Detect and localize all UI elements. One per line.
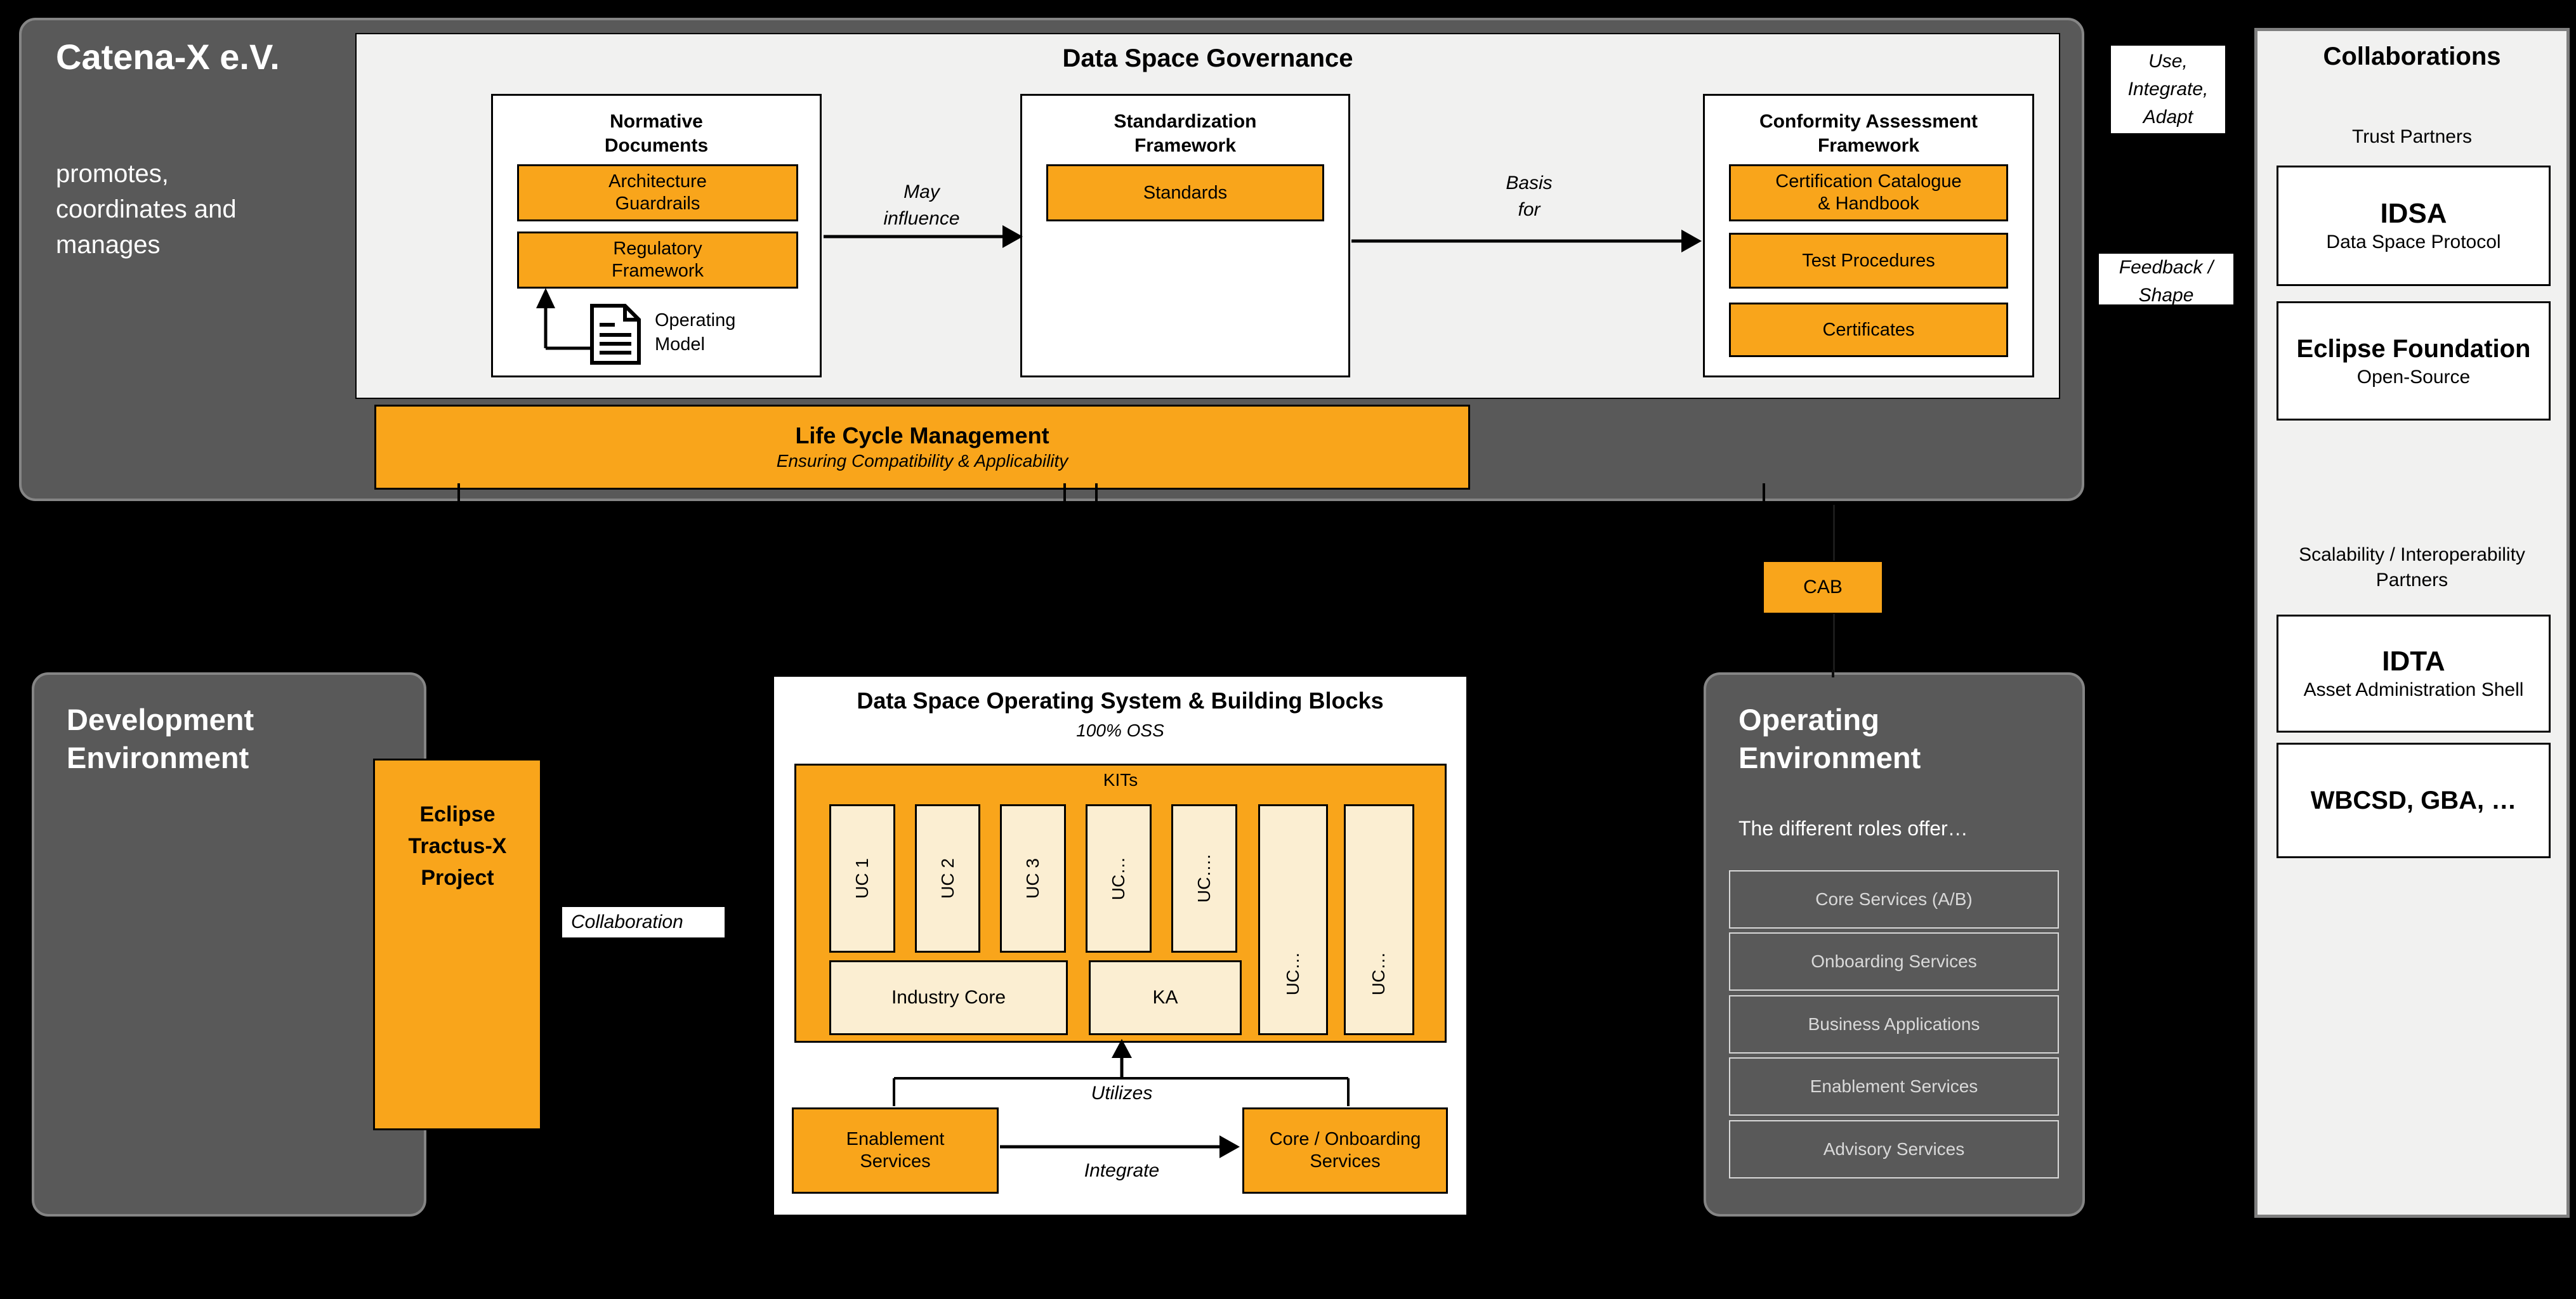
catenax-subtitle: promotes, coordinates and manages: [56, 160, 237, 259]
operating-model-document-icon: [589, 303, 641, 369]
lifecycle-subtitle: Ensuring Compatibility & Applicability: [776, 451, 1068, 471]
normative-documents-title: Normative Documents: [604, 111, 709, 156]
uc-column-3: UC 3: [1000, 804, 1066, 953]
uc-column-5: UC….: [1171, 804, 1237, 953]
governance-title: Data Space Governance: [1062, 44, 1353, 72]
operating-model-arrow: [536, 288, 590, 350]
partner-wbcsd-gba: WBCSD, GBA, …: [2277, 743, 2551, 858]
role-advisory-services: Advisory Services: [1729, 1120, 2059, 1178]
kits-label: KITs: [1103, 770, 1138, 790]
basis-for-arrow: [1351, 230, 1702, 252]
partner-desc: Asset Administration Shell: [2303, 679, 2524, 700]
operating-environment-title: Operating Environment: [1738, 703, 1921, 774]
collaborations-title: Collaborations: [2323, 42, 2501, 70]
utilizes-label: Utilizes: [1091, 1083, 1153, 1104]
standardization-framework-box: Standardization Framework: [1020, 94, 1350, 377]
feedback-shape-label: Feedback / Shape: [2099, 254, 2233, 304]
core-onboarding-services-box: Core / Onboarding Services: [1242, 1107, 1448, 1194]
regulatory-framework-box: Regulatory Framework: [517, 232, 798, 289]
partner-idta: IDTA Asset Administration Shell: [2277, 615, 2551, 733]
ka-box: KA: [1089, 960, 1242, 1035]
may-influence-arrow: [824, 225, 1023, 248]
uc-column-6: UC…: [1258, 804, 1328, 1035]
uc-column-4: UC…: [1086, 804, 1152, 953]
uc-column-7: UC…: [1344, 804, 1414, 1035]
conformity-assessment-title: Conformity Assessment Framework: [1759, 111, 1978, 156]
dsos-subtitle: 100% OSS: [1076, 721, 1164, 740]
industry-core-box: Industry Core: [829, 960, 1068, 1035]
role-enablement-services: Enablement Services: [1729, 1057, 2059, 1116]
operating-environment-panel: [1704, 672, 2085, 1217]
architecture-guardrails-box: Architecture Guardrails: [517, 164, 798, 221]
operating-environment-intro: The different roles offer…: [1738, 817, 1968, 840]
integrate-arrow: [1000, 1135, 1240, 1158]
certification-catalogue-box: Certification Catalogue & Handbook: [1729, 164, 2008, 221]
scalability-partners-heading: Scalability / Interoperability Partners: [2299, 544, 2525, 591]
role-core-services: Core Services (A/B): [1729, 870, 2059, 929]
partner-name: IDTA: [2382, 646, 2445, 677]
utilizes-bracket-arrow: [893, 1039, 1350, 1106]
enablement-services-box: Enablement Services: [792, 1107, 999, 1194]
partner-idsa: IDSA Data Space Protocol: [2277, 166, 2551, 286]
integrate-label: Integrate: [1084, 1160, 1160, 1181]
collaborations-panel: Collaborations Trust Partners IDSA Data …: [2254, 28, 2570, 1218]
partner-name: IDSA: [2380, 198, 2447, 229]
basis-for-label: Basis for: [1506, 173, 1553, 220]
lifecycle-management-banner: Life Cycle Management Ensuring Compatibi…: [374, 405, 1470, 490]
governance-connector-stubs: [457, 483, 1834, 677]
collaboration-label: Collaboration: [562, 907, 725, 937]
standards-box: Standards: [1046, 164, 1324, 221]
role-onboarding-services: Onboarding Services: [1729, 932, 2059, 991]
dsos-title: Data Space Operating System & Building B…: [857, 688, 1384, 714]
may-influence-label: May influence: [883, 181, 960, 229]
cab-box: CAB: [1763, 561, 1883, 614]
partner-name: Eclipse Foundation: [2296, 335, 2531, 363]
development-environment-title: Development Environment: [67, 703, 254, 774]
use-integrate-adapt-label: Use, Integrate, Adapt: [2111, 46, 2225, 133]
certificates-box: Certificates: [1729, 303, 2008, 357]
partner-name: WBCSD, GBA, …: [2310, 787, 2517, 814]
catenax-title: Catena-X e.V.: [56, 37, 280, 77]
uc-column-2: UC 2: [915, 804, 980, 953]
eclipse-tractusx-box: Eclipse Tractus-X Project: [373, 759, 542, 1130]
trust-partners-heading: Trust Partners: [2352, 126, 2472, 147]
operating-model-label: Operating Model: [655, 310, 736, 355]
lifecycle-title: Life Cycle Management: [795, 422, 1049, 448]
partner-desc: Data Space Protocol: [2326, 232, 2501, 252]
role-business-applications: Business Applications: [1729, 995, 2059, 1054]
standardization-framework-title: Standardization Framework: [1114, 111, 1257, 156]
partner-eclipse-foundation: Eclipse Foundation Open-Source: [2277, 301, 2551, 421]
test-procedures-box: Test Procedures: [1729, 233, 2008, 289]
partner-desc: Open-Source: [2356, 367, 2471, 388]
uc-column-1: UC 1: [829, 804, 895, 953]
development-environment-panel: [32, 672, 426, 1217]
